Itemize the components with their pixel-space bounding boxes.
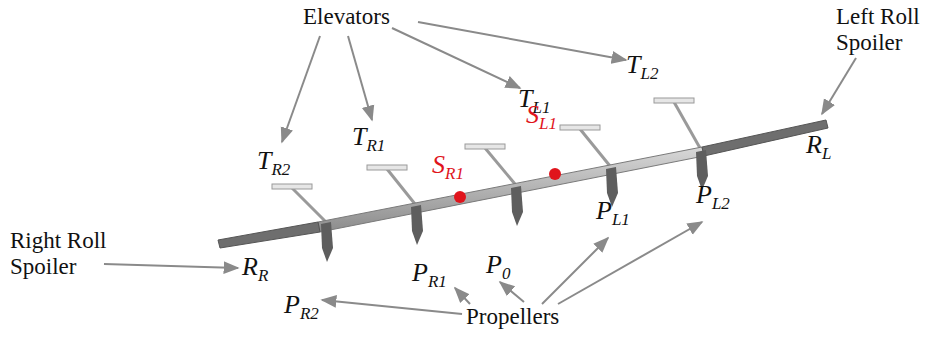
symbol-subscript: R2 xyxy=(271,160,290,179)
symbol-letter: R xyxy=(242,252,258,281)
right-roll-spoiler xyxy=(218,222,320,248)
symbol-letter: S xyxy=(432,150,445,179)
part-label: Right Roll Spoiler xyxy=(10,228,120,281)
symbol-subscript: R1 xyxy=(445,164,464,183)
symbol-letter: R xyxy=(806,130,822,159)
part-label: Propellers xyxy=(466,304,559,330)
elevator xyxy=(272,98,694,189)
symbol-label: RL xyxy=(806,130,831,164)
symbol-subscript: 0 xyxy=(502,264,511,283)
part-label: Elevators xyxy=(303,4,390,30)
part-label: Left Roll Spoiler xyxy=(836,4,946,57)
symbol-letter: P xyxy=(596,196,612,225)
symbol-label: RR xyxy=(242,252,268,286)
symbol-label: SL1 xyxy=(526,100,557,134)
propeller-pod xyxy=(321,150,708,262)
symbol-label: PL1 xyxy=(596,196,630,230)
symbol-label: PL2 xyxy=(696,180,730,214)
leader-arrow xyxy=(104,22,856,314)
symbol-subscript: L1 xyxy=(539,114,557,133)
symbol-letter: T xyxy=(626,50,640,79)
symbol-letter: P xyxy=(696,180,712,209)
symbol-label: SR1 xyxy=(432,150,464,184)
sensor-dot xyxy=(454,191,466,203)
symbol-letter: T xyxy=(352,122,366,151)
symbol-subscript: R1 xyxy=(428,272,447,291)
symbol-label: P0 xyxy=(486,250,510,284)
symbol-subscript: L1 xyxy=(612,210,630,229)
symbol-subscript: R2 xyxy=(300,304,319,323)
symbol-letter: S xyxy=(526,100,539,129)
wing xyxy=(318,147,704,232)
symbol-letter: T xyxy=(257,146,271,175)
sensor-dot xyxy=(549,168,561,180)
symbol-label: TL2 xyxy=(626,50,658,84)
symbol-label: PR2 xyxy=(284,290,319,324)
symbol-letter: P xyxy=(284,290,300,319)
symbol-subscript: R1 xyxy=(366,136,385,155)
symbol-subscript: L2 xyxy=(640,64,658,83)
symbol-label: TR1 xyxy=(352,122,385,156)
symbol-subscript: L2 xyxy=(712,194,730,213)
symbol-subscript: R xyxy=(258,266,268,285)
symbol-subscript: L xyxy=(822,144,831,163)
symbol-letter: P xyxy=(486,250,502,279)
symbol-letter: P xyxy=(412,258,428,287)
symbol-label: PR1 xyxy=(412,258,447,292)
symbol-label: TR2 xyxy=(257,146,290,180)
